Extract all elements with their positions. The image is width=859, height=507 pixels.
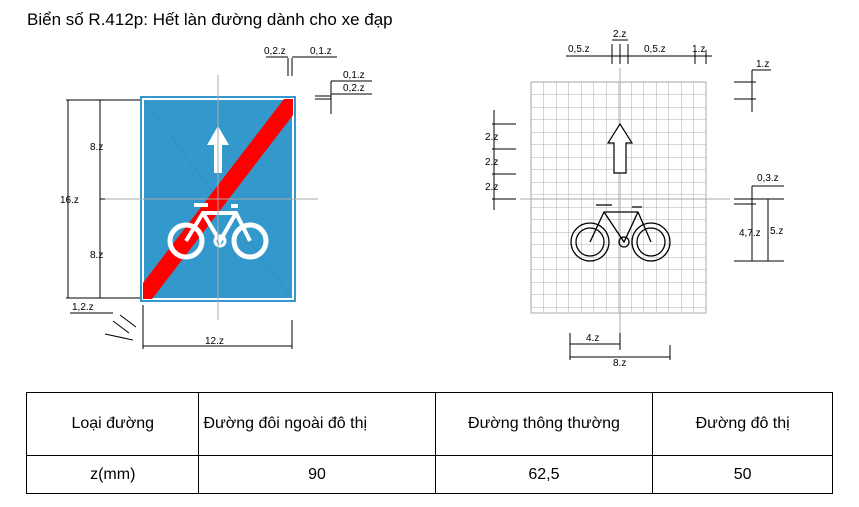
- dim-label: 0,1.z: [343, 70, 365, 81]
- dim-label: 8.z: [90, 142, 103, 153]
- grid: [530, 81, 707, 314]
- dim-label: 5.z: [770, 226, 783, 237]
- dim-label: 16.z: [60, 195, 79, 206]
- dim-label: 4,7.z: [739, 228, 761, 239]
- table-cell: 62,5: [434, 455, 654, 494]
- dim-label: 8.z: [90, 250, 103, 261]
- dim-label: 0,5.z: [568, 44, 590, 55]
- dim-label: 0,2.z: [343, 83, 365, 94]
- sign-grid-template: [520, 68, 730, 334]
- right-dimension-labels: 2.z 0,5.z 0,5.z 1.z 1.z 2.z 2.z 2.z 0,3.…: [485, 29, 783, 369]
- dim-label: 4.z: [586, 333, 599, 344]
- table-header-cell: Loại đường: [25, 392, 200, 456]
- bicycle-icon: [167, 203, 269, 260]
- table-header-row: Loại đường Đường đôi ngoài đô thị Đường …: [25, 392, 833, 456]
- dim-label: 1.z: [756, 59, 769, 70]
- left-dimensions: [66, 56, 372, 349]
- dim-label: 1,2.z: [72, 302, 94, 313]
- dim-label: 0,2.z: [264, 46, 286, 57]
- table-header-cell: Đường đô thị: [652, 392, 833, 456]
- dim-label: 12.z: [205, 336, 224, 347]
- table-cell: 90: [198, 455, 436, 494]
- arrow-up-icon: [606, 122, 634, 174]
- page-title: Biển số R.412p: Hết làn đường dành cho x…: [27, 10, 393, 29]
- dim-label: 2.z: [485, 182, 498, 193]
- dim-label: 2.z: [485, 157, 498, 168]
- table-cell: z(mm): [25, 455, 200, 494]
- dimension-table: Loại đường Đường đôi ngoài đô thị Đường …: [25, 392, 833, 494]
- table-row: z(mm) 90 62,5 50: [25, 455, 833, 494]
- right-dimensions: [492, 39, 784, 360]
- dim-label: 2.z: [613, 29, 626, 40]
- dim-label: 2.z: [485, 132, 498, 143]
- dim-label: 8.z: [613, 358, 626, 369]
- table-header-cell: Đường đôi ngoài đô thị: [198, 392, 436, 456]
- dim-label: 0,5.z: [644, 44, 666, 55]
- table-header-cell: Đường thông thường: [434, 392, 654, 456]
- sign-drawing: 0,2.z 0,1.z 0,1.z 0,2.z 8.z 16.z 8.z 1,2…: [60, 29, 784, 369]
- bicycle-icon: [570, 204, 671, 262]
- dim-label: 0,1.z: [310, 46, 332, 57]
- left-dimension-labels: 0,2.z 0,1.z 0,1.z 0,2.z 8.z 16.z 8.z 1,2…: [60, 46, 365, 347]
- dim-label: 1.z: [692, 44, 705, 55]
- sign-left: [105, 75, 318, 320]
- table-cell: 50: [652, 455, 833, 494]
- dim-label: 0,3.z: [757, 173, 779, 184]
